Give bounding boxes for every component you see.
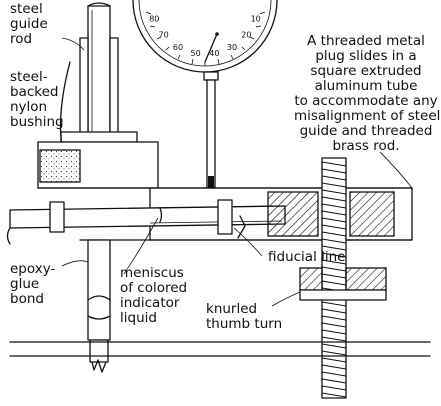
tube-clamp-left <box>49 201 65 233</box>
dial-number: 70 <box>159 31 169 40</box>
label-knurled-thumb-turn: knurled thumb turn <box>206 301 283 332</box>
rod-thread <box>321 308 347 314</box>
rod-thread <box>321 238 347 244</box>
rod-thread <box>321 224 347 230</box>
rod-thread <box>321 336 347 342</box>
label-threaded-plug-note: A threaded metal plug slides in a square… <box>294 33 441 154</box>
base-rail <box>9 341 431 357</box>
rod-thread <box>321 301 347 307</box>
dial-needle-tip <box>215 32 219 36</box>
rod-thread <box>321 350 347 356</box>
rod-thread <box>321 231 347 237</box>
meniscus <box>159 207 163 223</box>
rod-thread <box>321 175 347 181</box>
rod-thread <box>321 161 347 167</box>
dial-stem-collar <box>203 71 219 81</box>
dial-number: 20 <box>241 31 251 40</box>
rod-break-bottom <box>87 315 111 320</box>
dial-plunger-tip <box>208 176 214 188</box>
tube-hose <box>6 227 11 245</box>
dial-needle <box>204 33 218 63</box>
rod-thread <box>321 371 347 377</box>
rod-thread <box>321 273 347 279</box>
rod-thread <box>321 385 347 391</box>
rod-thread <box>321 189 347 195</box>
rod-thread <box>321 322 347 328</box>
rod-thread <box>321 252 347 258</box>
dial-number: 80 <box>149 15 159 24</box>
rod-thread <box>321 378 347 384</box>
rod-thread <box>321 196 347 202</box>
rod-threads <box>321 161 347 398</box>
rod-thread <box>321 329 347 335</box>
leader-lines <box>61 37 413 307</box>
knurled-thumb-turn <box>299 267 387 301</box>
threaded-brass-rod <box>321 157 347 399</box>
rod-thread <box>321 168 347 174</box>
rod-thread <box>321 343 347 349</box>
rod-anchor <box>91 359 107 373</box>
label-fiducial-line: fiducial line <box>268 249 346 265</box>
rod-thread <box>321 315 347 321</box>
rod-thread <box>321 245 347 251</box>
rod-thread <box>321 217 347 223</box>
dial-number: 40 <box>209 49 219 58</box>
rod-thread <box>321 364 347 370</box>
threaded-plug <box>267 191 395 237</box>
dial-number: 30 <box>227 43 237 52</box>
rod-thread <box>321 392 347 398</box>
dial-plunger <box>206 79 216 189</box>
label-steel-guide-rod: steel guide rod <box>10 1 48 47</box>
label-steel-backed-nylon-bushing: steel- backed nylon bushing <box>10 69 64 130</box>
rod-thread <box>321 357 347 363</box>
dial-number: 60 <box>173 43 183 52</box>
label-epoxy-glue-bond: epoxy- glue bond <box>10 261 56 307</box>
rod-thread <box>321 182 347 188</box>
tube-clamp-right <box>217 199 233 235</box>
lower-guide-rod <box>87 239 111 373</box>
rod-thread <box>321 203 347 209</box>
label-meniscus-indicator: meniscus of colored indicator liquid <box>120 265 188 326</box>
rod-thread <box>321 280 347 286</box>
rod-break-top <box>87 295 111 301</box>
rod-thread <box>321 266 347 272</box>
rod-thread <box>321 259 347 265</box>
dial-number: 50 <box>191 49 201 58</box>
dial-number: 10 <box>251 15 261 24</box>
rod-thread <box>321 210 347 216</box>
dial-ticks <box>145 11 266 66</box>
